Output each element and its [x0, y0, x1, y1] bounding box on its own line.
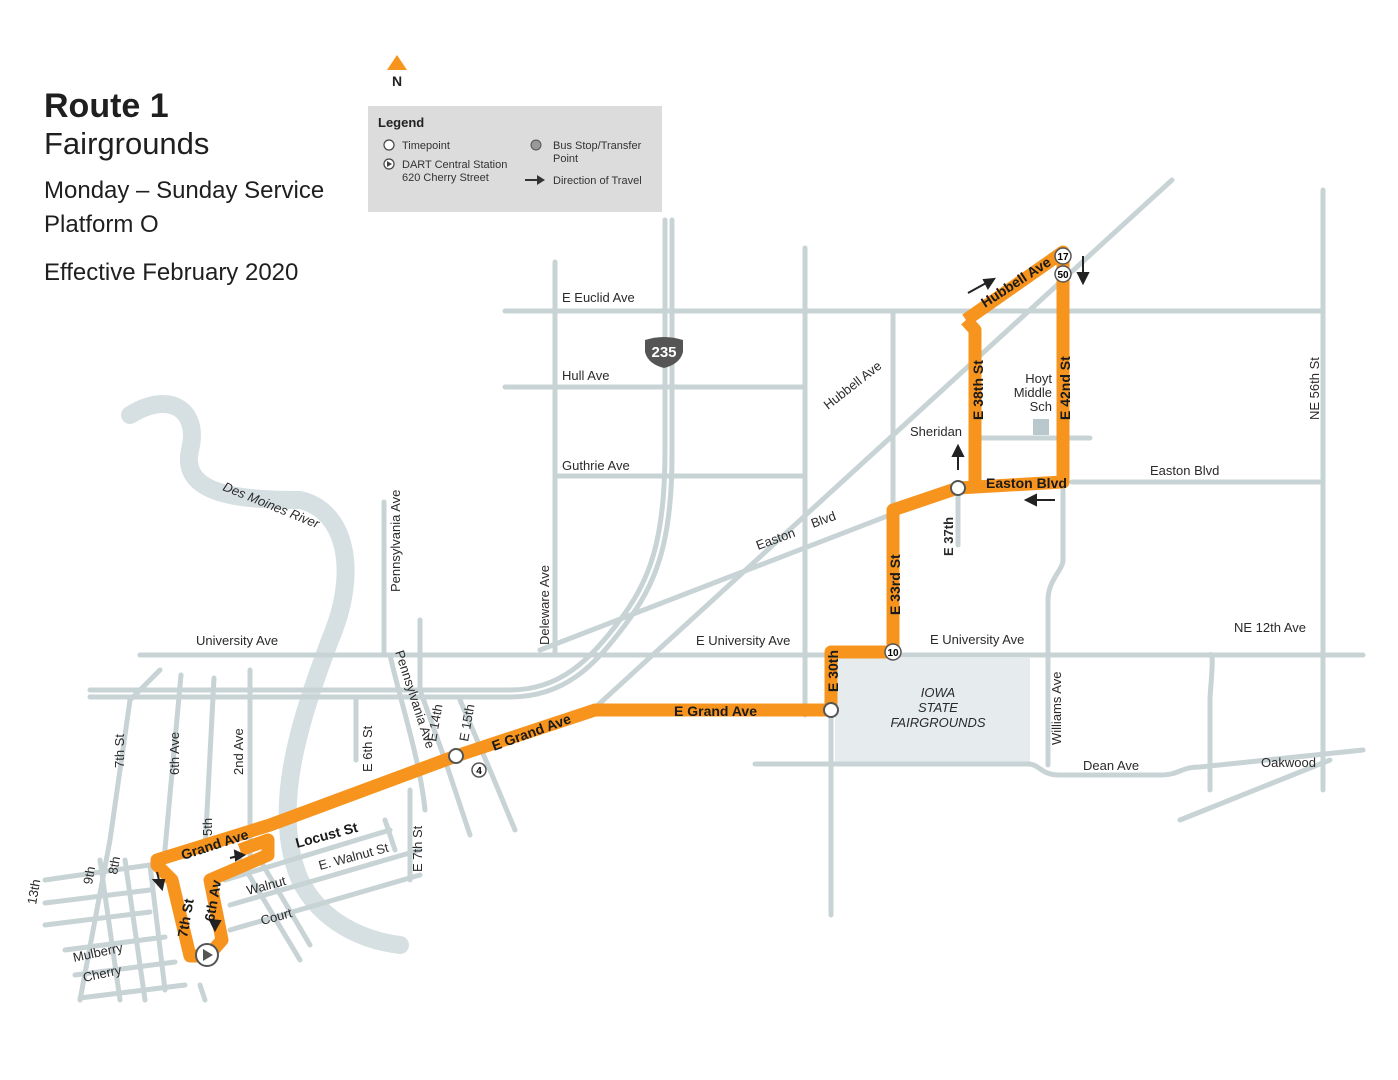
label-hoyt-2: Middle	[1014, 385, 1052, 400]
label-delaware: Deleware Ave	[537, 565, 552, 645]
route-label-locust: Locust St	[294, 819, 360, 851]
legend-central-station: DART Central Station	[402, 159, 507, 171]
label-ne56: NE 56th St	[1307, 357, 1322, 420]
label-6th-ave: 6th Ave	[167, 732, 182, 775]
timepoints	[448, 480, 966, 764]
route-title: Route 1	[44, 87, 169, 125]
bus-stop-17: 17	[1057, 252, 1069, 263]
route-labels: Hubbell Ave E 38th St E 42nd St Easton B…	[174, 253, 1073, 938]
interstate-number: 235	[651, 344, 676, 361]
label-university: University Ave	[196, 633, 278, 648]
bus-stop-10: 10	[887, 648, 899, 659]
label-ne12: NE 12th Ave	[1234, 620, 1306, 635]
route-label-6th: 6th Av	[201, 878, 224, 922]
label-e6th: E 6th St	[360, 725, 375, 772]
label-e14: E 14th	[424, 703, 445, 743]
title-block: Route 1 Fairgrounds Monday – Sunday Serv…	[44, 86, 324, 290]
bus-stop-50: 50	[1057, 270, 1069, 281]
label-penn1: Pennsylvania Ave	[388, 490, 403, 592]
bus-stop-4: 4	[476, 766, 482, 777]
street-network	[42, 177, 1366, 1003]
label-fair-3: FAIRGROUNDS	[890, 715, 985, 730]
label-hoyt-3: Sch	[1030, 399, 1052, 414]
label-e-university: E University Ave	[696, 633, 790, 648]
platform: Platform O	[44, 211, 159, 238]
school-icon	[1033, 419, 1049, 435]
label-13th: 13th	[24, 878, 43, 906]
des-moines-river	[121, 395, 409, 954]
fairgrounds-area	[835, 658, 1030, 764]
route-label-grand-e2: E Grand Ave	[490, 710, 574, 753]
route-label-grand-e: E Grand Ave	[674, 703, 757, 719]
legend-timepoint: Timepoint	[402, 140, 450, 152]
label-hubbell-diag: Hubbell Ave	[821, 358, 885, 412]
route-line	[150, 245, 1070, 963]
legend-bus-stop-1: Bus Stop/Transfer	[553, 140, 642, 152]
label-2nd-ave: 2nd Ave	[231, 728, 246, 775]
label-euclid: E Euclid Ave	[562, 290, 635, 305]
timepoint-e15	[448, 748, 464, 764]
legend: Legend Timepoint DART Central Station 62…	[368, 106, 662, 212]
bus-stops: 17 50 10 4	[471, 247, 1072, 778]
label-hoyt-1: Hoyt	[1025, 371, 1052, 386]
route-subtitle: Fairgrounds	[44, 126, 210, 161]
label-e37: E 37th	[941, 517, 956, 556]
timepoint-e30	[823, 702, 839, 718]
legend-bus-stop-icon	[530, 139, 542, 151]
label-easton-e: Easton Blvd	[1150, 463, 1219, 478]
service-days: Monday – Sunday Service	[44, 177, 325, 204]
label-hull: Hull Ave	[562, 368, 609, 383]
direction-arrows	[151, 256, 1090, 933]
label-e-university-2: E University Ave	[930, 632, 1024, 647]
route-label-7th: 7th St	[174, 897, 197, 938]
north-label: N	[392, 73, 402, 89]
north-arrow: N	[387, 55, 407, 89]
legend-direction: Direction of Travel	[553, 175, 642, 187]
route-label-e33: E 33rd St	[887, 554, 903, 615]
effective-date: Effective February 2020	[44, 259, 299, 286]
label-williams: Williams Ave	[1049, 672, 1064, 745]
legend-bus-stop-2: Point	[553, 153, 578, 165]
label-5th: 5th	[200, 818, 215, 836]
label-dean: Dean Ave	[1083, 758, 1139, 773]
route-label-e38: E 38th St	[970, 360, 986, 420]
label-e7th: E 7th St	[410, 825, 425, 872]
label-fair-2: STATE	[918, 700, 958, 715]
label-9th: 9th	[80, 865, 98, 885]
label-sheridan: Sheridan	[910, 424, 962, 439]
route-label-easton: Easton Blvd	[986, 475, 1067, 491]
timepoint-easton	[950, 480, 966, 496]
label-guthrie: Guthrie Ave	[562, 458, 630, 473]
interstate-235-shield: 235	[645, 337, 683, 368]
legend-title: Legend	[378, 115, 424, 130]
label-8th: 8th	[105, 855, 123, 875]
central-station-marker	[195, 943, 219, 967]
legend-timepoint-icon	[383, 139, 395, 151]
label-oakwood: Oakwood	[1261, 755, 1316, 770]
route-label-e42: E 42nd St	[1057, 356, 1073, 420]
legend-central-address: 620 Cherry Street	[402, 172, 489, 184]
label-fair-1: IOWA	[921, 685, 955, 700]
route-label-e30: E 30th	[825, 650, 841, 692]
label-easton: Easton	[754, 525, 797, 553]
label-e15: E 15th	[456, 703, 477, 743]
label-7th-st: 7th St	[112, 734, 127, 768]
